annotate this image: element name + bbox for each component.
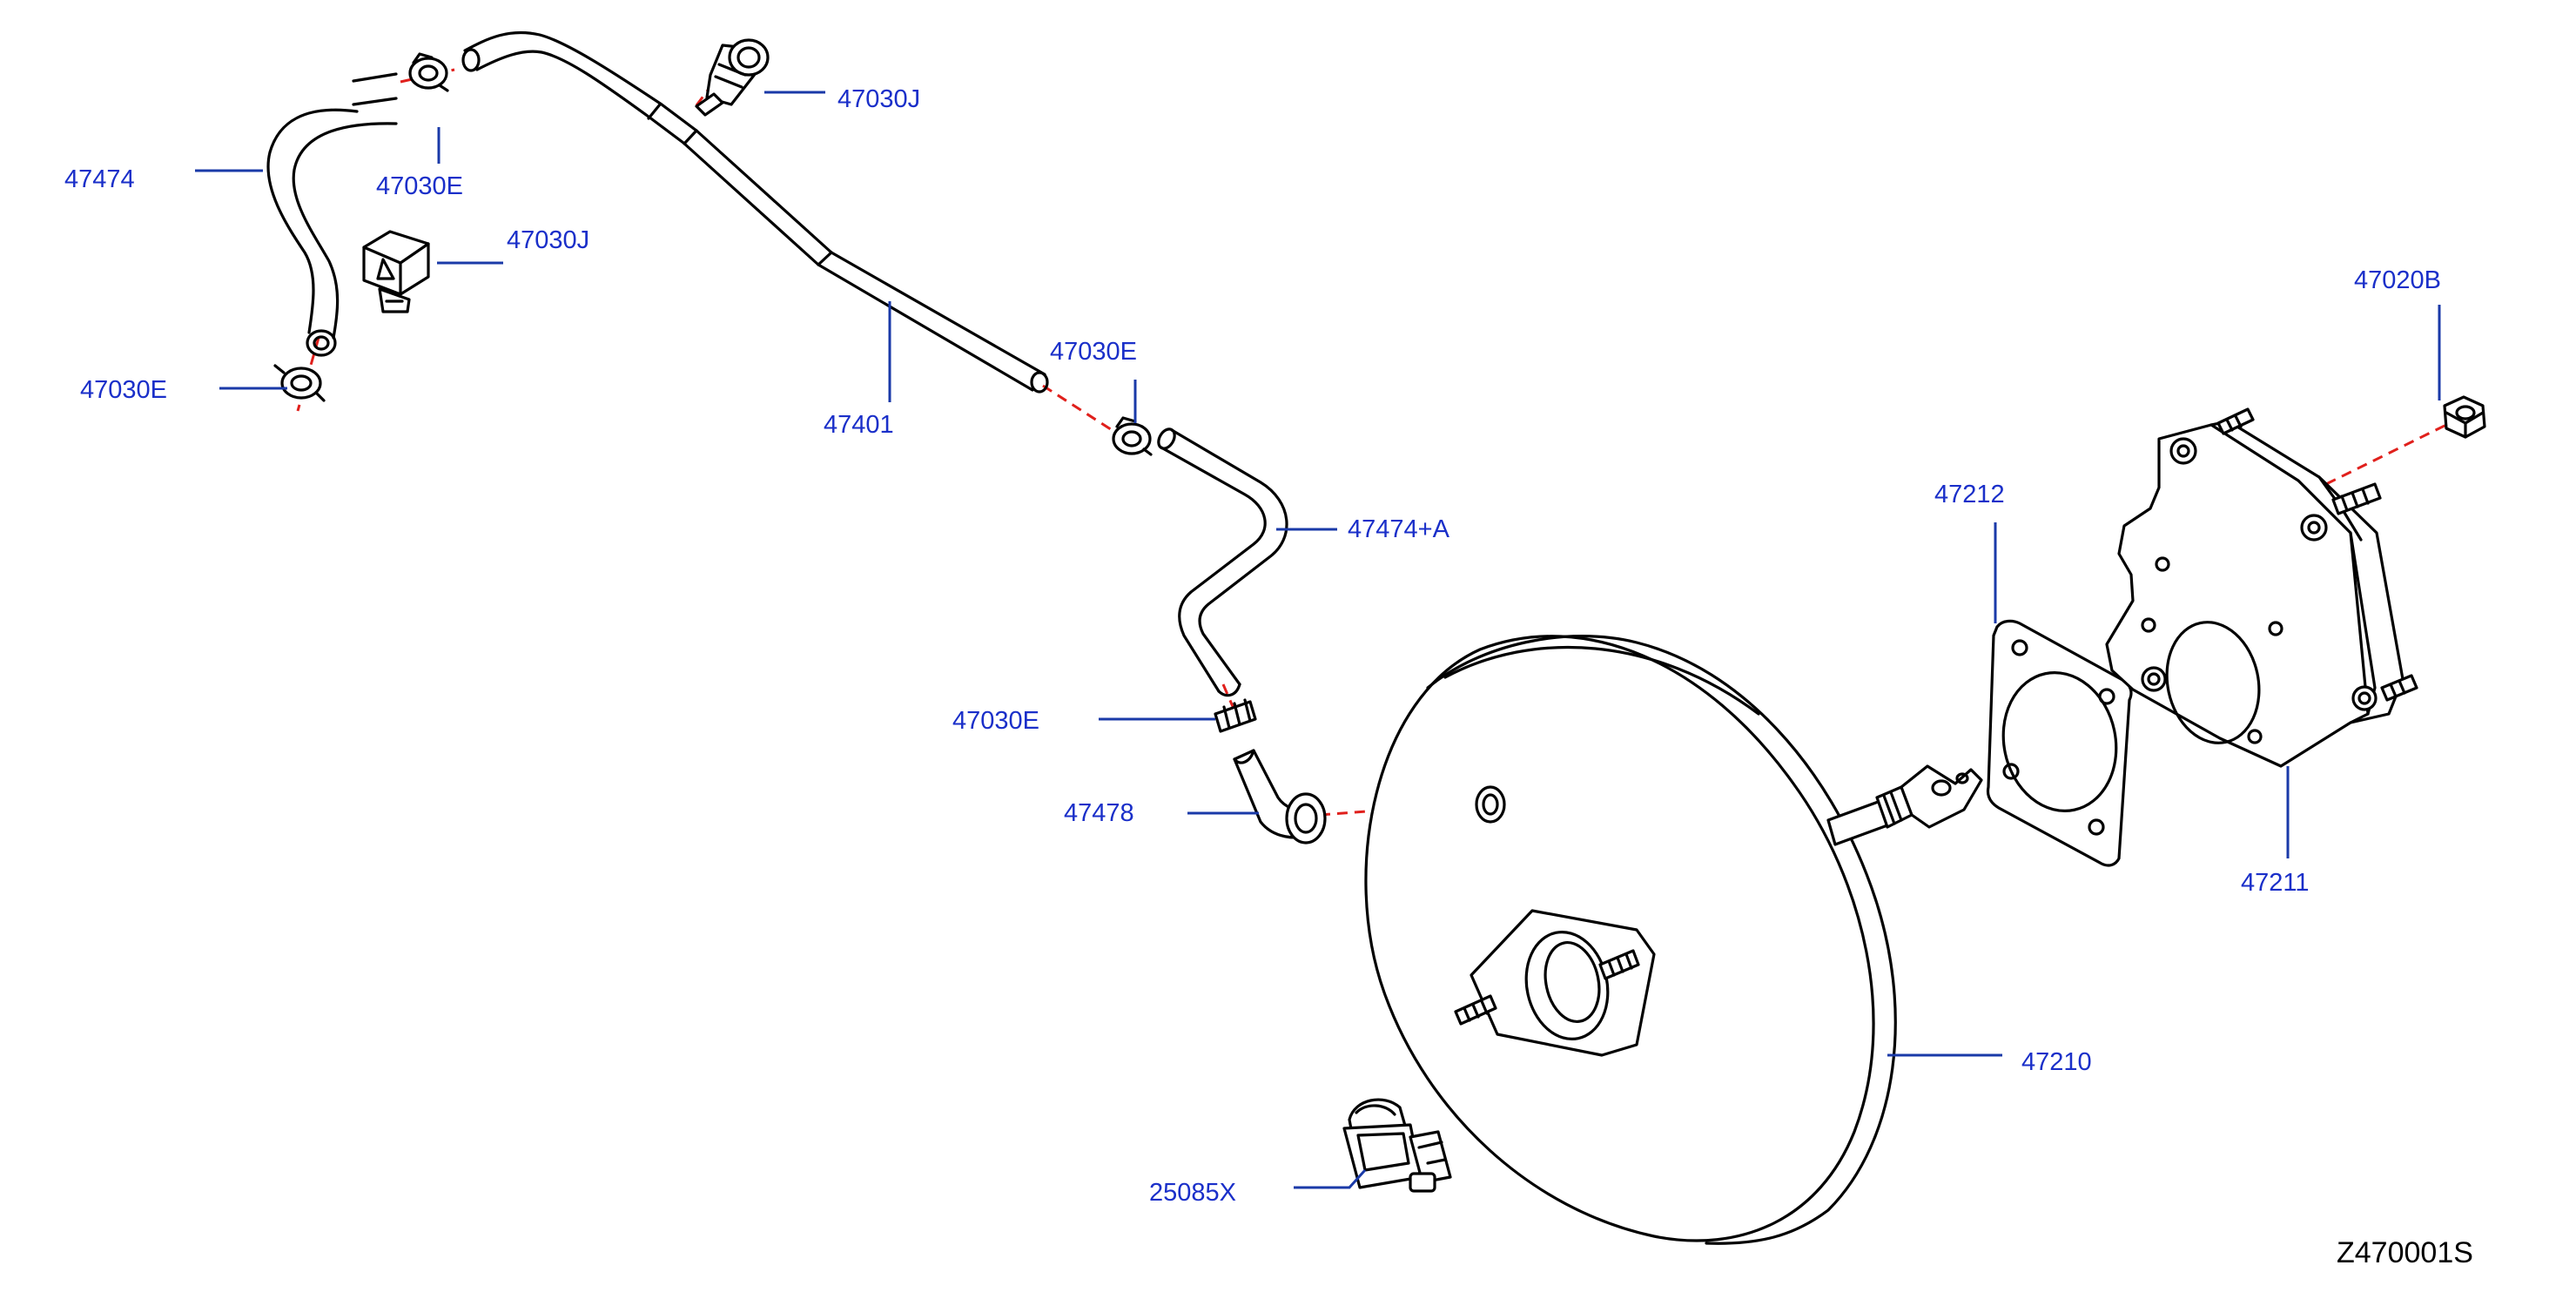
clip-47030j-mid <box>362 230 430 313</box>
nut-47020b <box>2443 395 2486 439</box>
bracket-47211 <box>2105 407 2418 768</box>
clamp-47030e-center <box>1112 416 1153 456</box>
clamp-47030e-top <box>408 52 449 92</box>
booster-47210 <box>1364 635 1983 1245</box>
leader-lines <box>195 91 2441 1189</box>
callout-47030e-center: 47030E <box>1050 338 1137 366</box>
callout-47211: 47211 <box>2241 869 2310 897</box>
callout-47030e-low: 47030E <box>952 707 1039 735</box>
tube-47401 <box>461 30 1049 394</box>
callout-47030j-top: 47030J <box>837 85 921 113</box>
callout-47474a: 47474+A <box>1348 515 1449 543</box>
callout-47030e-top: 47030E <box>376 172 463 200</box>
clamp-47030e-left <box>273 364 326 402</box>
hose-47474 <box>266 72 398 357</box>
callout-47212: 47212 <box>1934 481 2005 508</box>
diagram-id-label: Z470001S <box>2337 1236 2473 1269</box>
callout-47030e-left: 47030E <box>80 376 167 404</box>
callout-47401: 47401 <box>824 411 894 439</box>
callout-47478: 47478 <box>1064 799 1134 827</box>
gasket-47212 <box>1986 619 2133 867</box>
callout-25085x: 25085X <box>1149 1179 1236 1207</box>
sensor-25085x <box>1342 1098 1452 1193</box>
callout-47030j-mid: 47030J <box>507 226 590 254</box>
valve-47030j-top <box>695 38 770 117</box>
clamp-47030e-low <box>1214 698 1257 733</box>
callout-47020b: 47020B <box>2354 266 2441 294</box>
elbow-47478 <box>1233 749 1327 845</box>
hose-47474a <box>1157 427 1288 697</box>
callout-47210: 47210 <box>2021 1048 2092 1076</box>
callout-47474: 47474 <box>64 165 135 193</box>
